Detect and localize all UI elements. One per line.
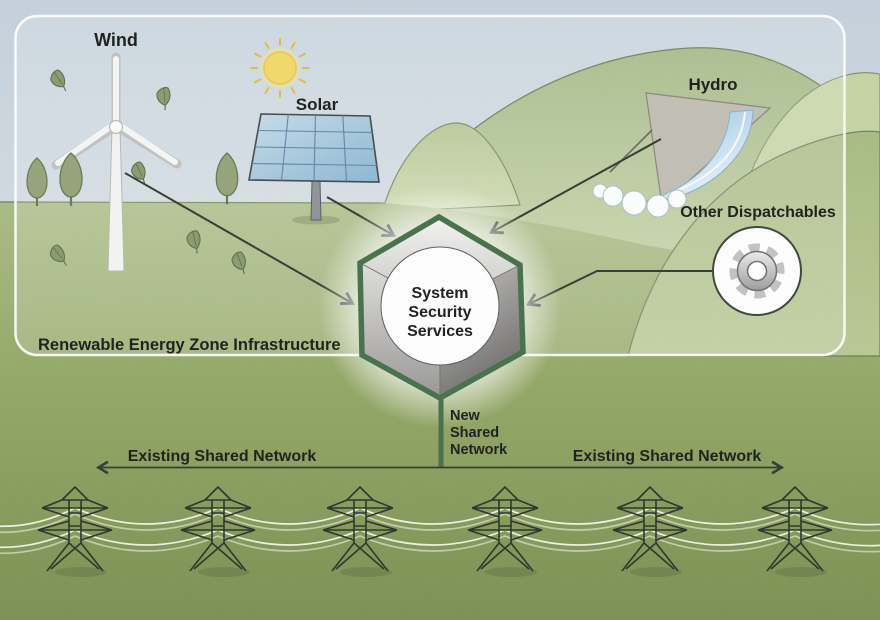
renewable-energy-zone-diagram: System Security Services Wind Solar Hydr… bbox=[0, 0, 880, 620]
grain-texture-overlay bbox=[0, 0, 880, 620]
